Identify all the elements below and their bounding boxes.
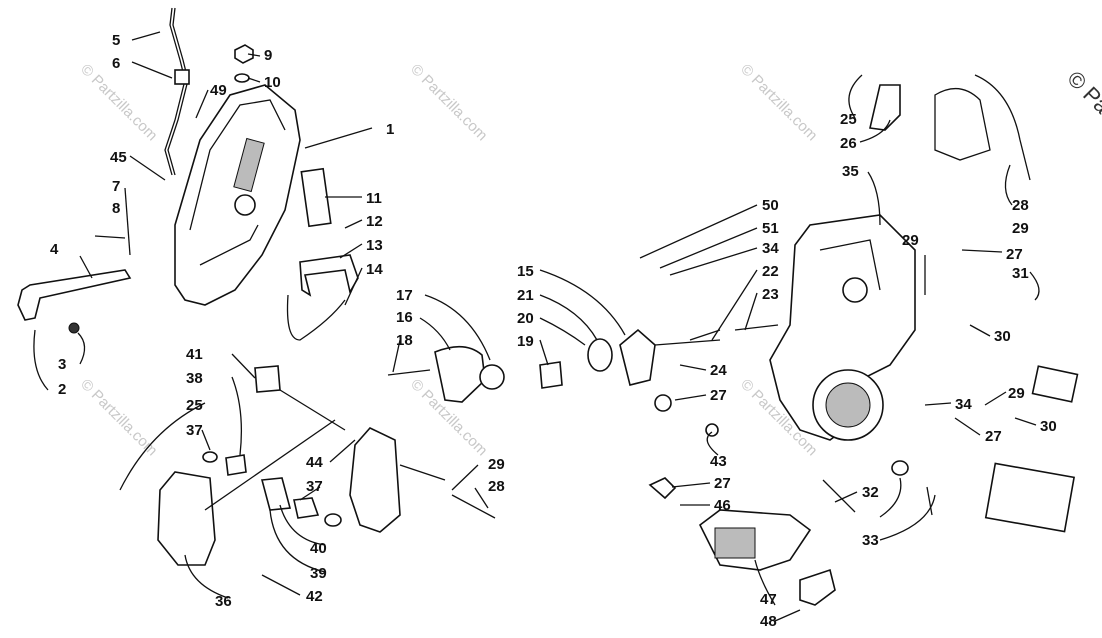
callout-30: 30	[994, 328, 1011, 345]
callout-42: 42	[306, 588, 323, 605]
callout-1: 1	[386, 121, 394, 138]
callout-34: 34	[955, 396, 972, 413]
callout-25b: 25	[186, 397, 203, 414]
callout-30b: 30	[1040, 418, 1057, 435]
watermark: © Partzilla.com	[737, 61, 820, 144]
callout-28b: 28	[488, 478, 505, 495]
part-drawings	[17, 7, 1079, 606]
callout-13: 13	[366, 237, 383, 254]
callout-9: 9	[264, 47, 272, 64]
watermark: © Partzilla.com	[407, 61, 490, 144]
callout-10: 10	[264, 74, 281, 91]
callout-20: 20	[517, 310, 534, 327]
callout-22: 22	[762, 263, 779, 280]
callout-33: 33	[862, 532, 879, 549]
callout-5: 5	[112, 32, 120, 49]
callout-12: 12	[366, 213, 383, 230]
callout-23: 23	[762, 286, 779, 303]
callout-47: 47	[760, 591, 777, 608]
callout-27c: 27	[985, 428, 1002, 445]
callout-41: 41	[186, 346, 203, 363]
callout-27: 27	[1006, 246, 1023, 263]
callout-51: 51	[762, 220, 779, 237]
callout-35: 35	[842, 163, 859, 180]
callout-34b: 34	[762, 240, 779, 257]
callout-29: 29	[1012, 220, 1029, 237]
callout-32: 32	[862, 484, 879, 501]
callout-29d: 29	[488, 456, 505, 473]
callout-40: 40	[310, 540, 327, 557]
callout-25: 25	[840, 111, 857, 128]
callout-2: 2	[58, 381, 66, 398]
callout-11: 11	[366, 190, 382, 207]
callout-39: 39	[310, 565, 327, 582]
callout-37: 37	[186, 422, 203, 439]
callout-43: 43	[710, 453, 727, 470]
callout-44: 44	[306, 454, 323, 471]
callout-31: 31	[1012, 265, 1029, 282]
callout-29b: 29	[902, 232, 919, 249]
callout-21: 21	[517, 287, 534, 304]
callout-24: 24	[710, 362, 727, 379]
callout-48: 48	[760, 613, 777, 630]
callout-28: 28	[1012, 197, 1029, 214]
callout-37b: 37	[306, 478, 323, 495]
callout-3: 3	[58, 356, 66, 373]
callout-45: 45	[110, 149, 127, 166]
callout-labels: 1 2 3 4 5 6 7 8 9 10 11 12 13 14 15 16 1…	[50, 32, 1057, 630]
watermark: © Partzilla.com	[77, 61, 160, 144]
callout-46: 46	[714, 497, 731, 514]
callout-8: 8	[112, 200, 120, 217]
callout-50: 50	[762, 197, 779, 214]
watermark-corner: © Pa	[1062, 66, 1102, 119]
callout-4: 4	[50, 241, 59, 258]
callout-19: 19	[517, 333, 534, 350]
callout-29c: 29	[1008, 385, 1025, 402]
callout-18: 18	[396, 332, 413, 349]
callout-16: 16	[396, 309, 413, 326]
callout-38: 38	[186, 370, 203, 387]
callout-36: 36	[215, 593, 232, 610]
leader-lines	[33, 31, 1040, 622]
callout-15: 15	[517, 263, 534, 280]
callout-17: 17	[396, 287, 413, 304]
callout-27d: 27	[714, 475, 731, 492]
callout-6: 6	[112, 55, 120, 72]
callout-49: 49	[210, 82, 227, 99]
callout-7: 7	[112, 178, 120, 195]
callout-27b: 27	[710, 387, 727, 404]
chaincase-cover-shape	[174, 84, 301, 306]
callout-26: 26	[840, 135, 857, 152]
callout-14: 14	[366, 261, 383, 278]
